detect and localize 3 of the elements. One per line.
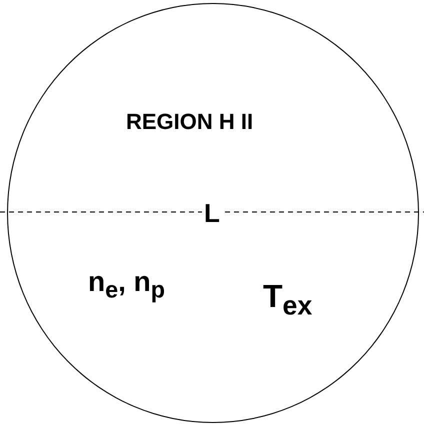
temperature-label: T$_{ex}$: [263, 280, 312, 320]
region-title: REGION H II: [126, 111, 254, 133]
density-label: n$_{e}$, n$_{p}$: [88, 268, 166, 302]
